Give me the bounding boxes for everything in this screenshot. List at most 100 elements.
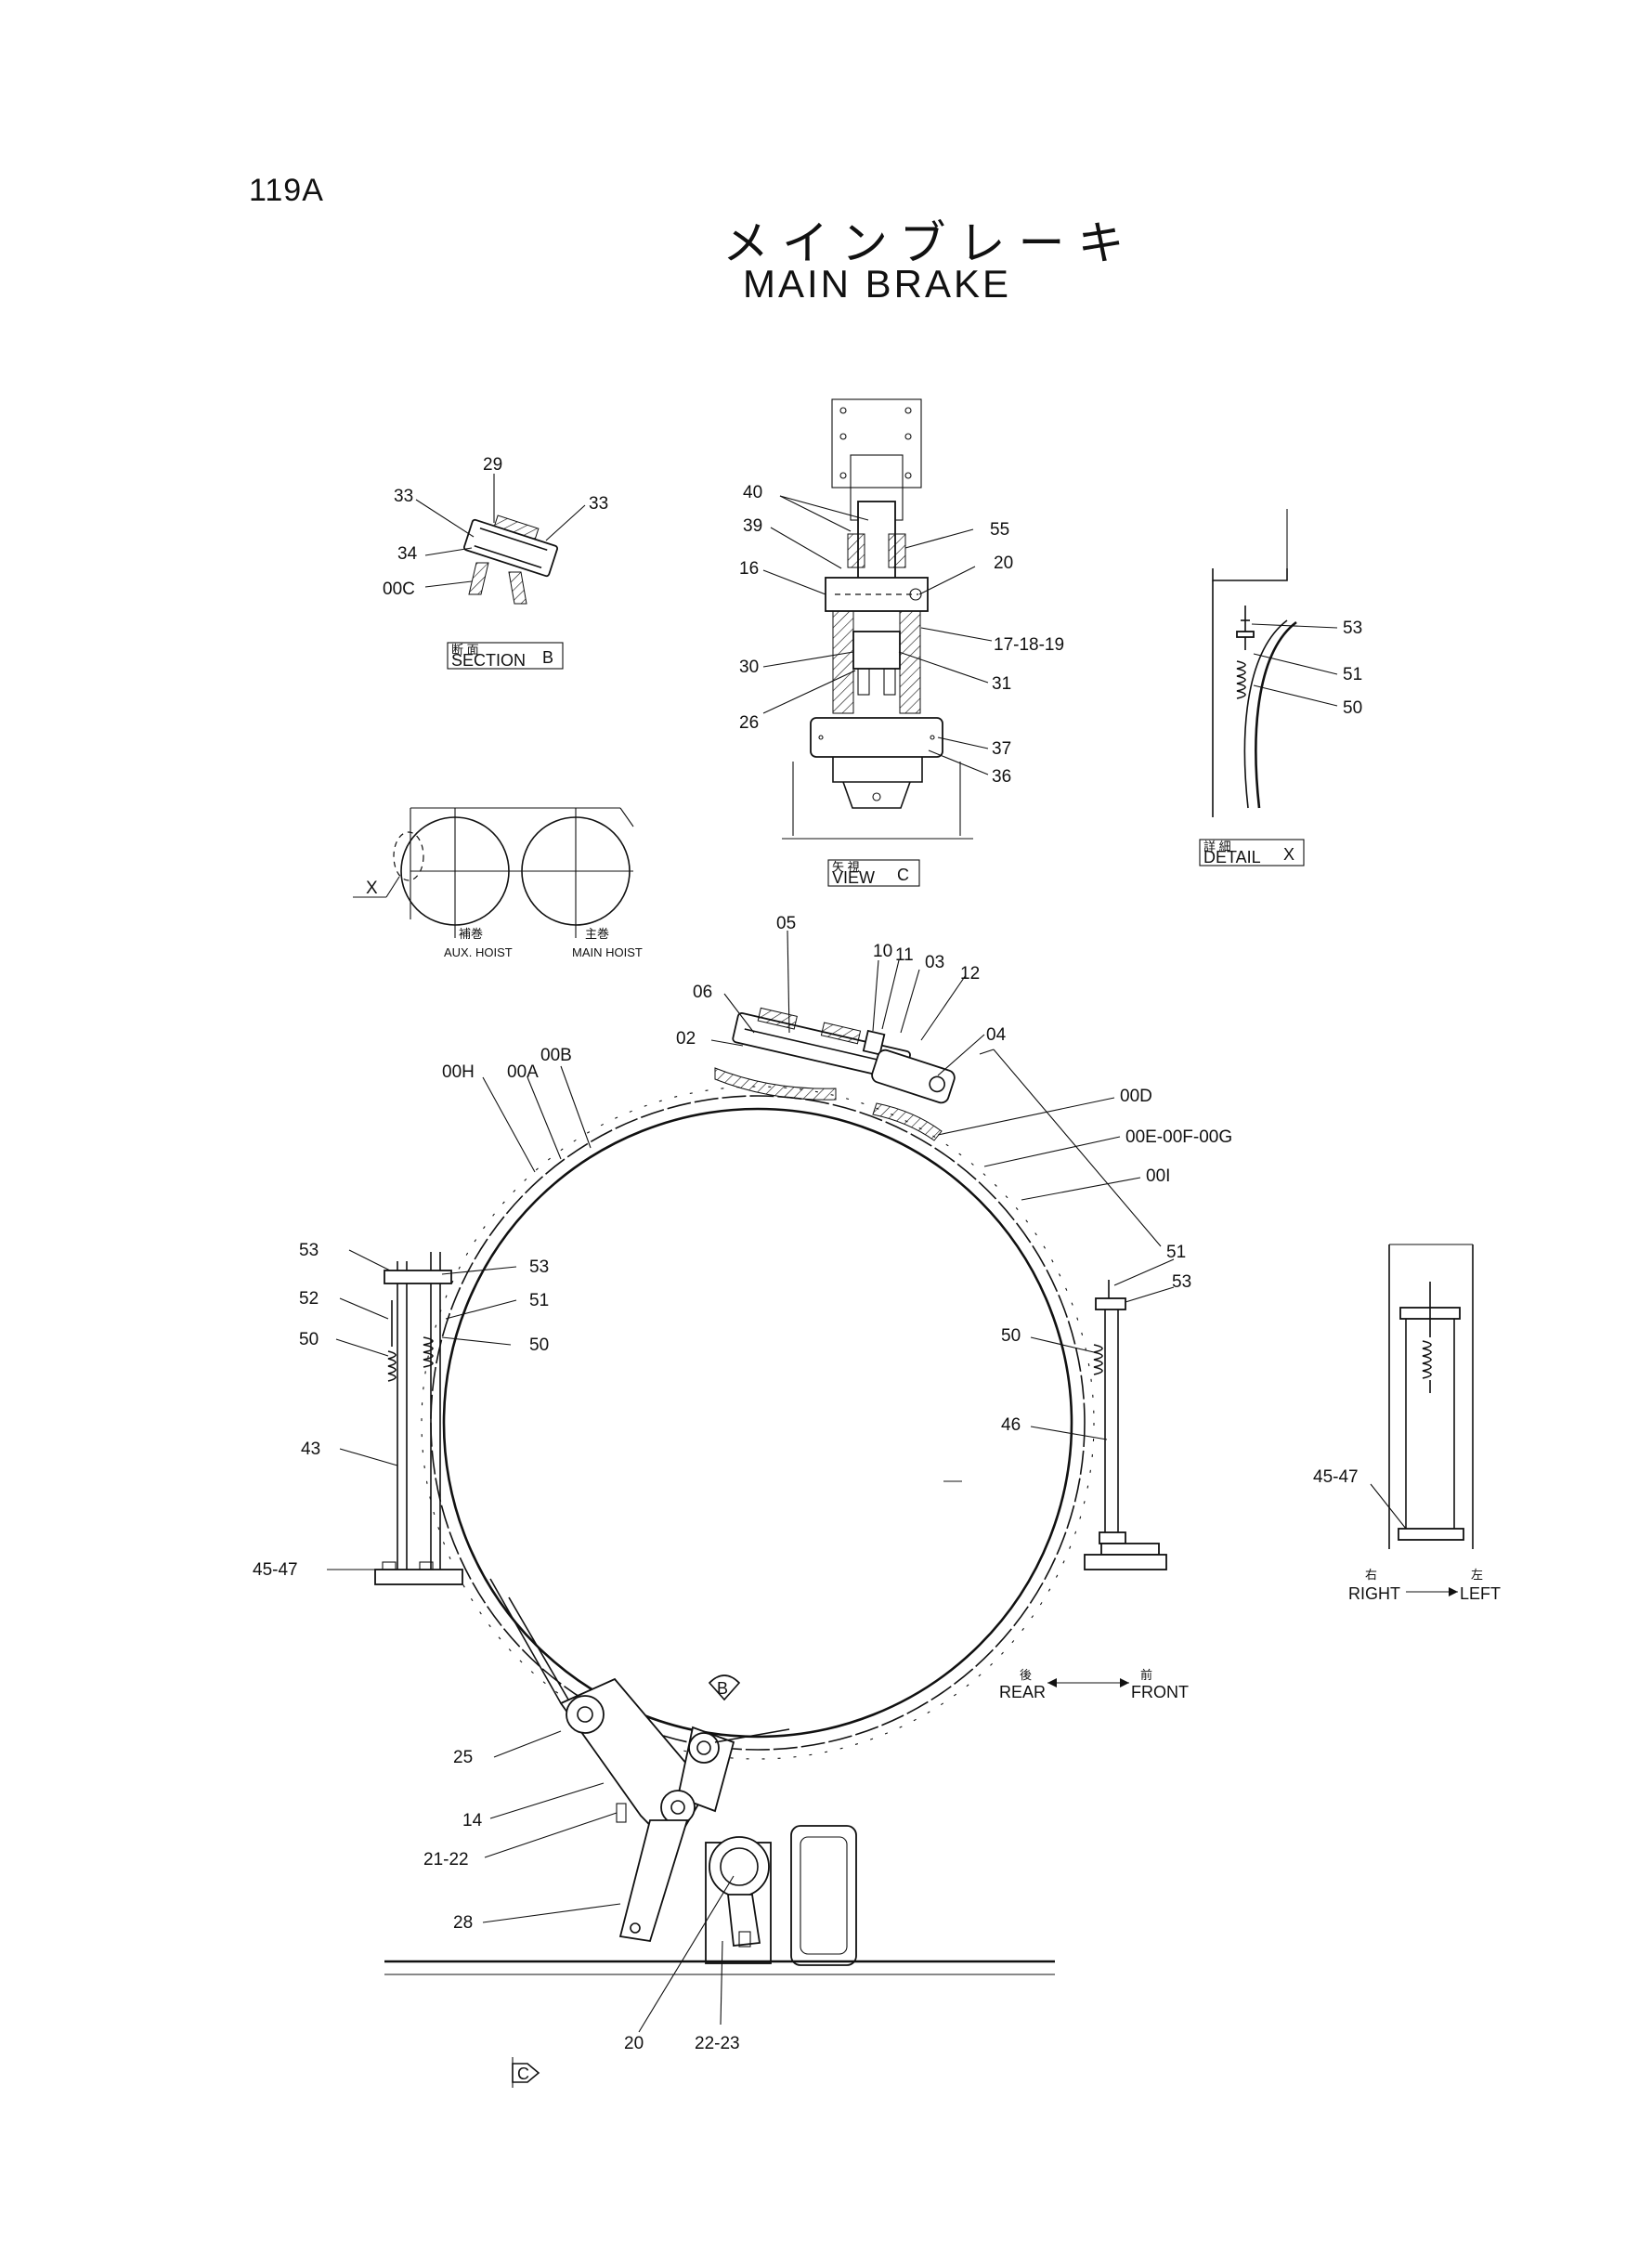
svg-text:FRONT: FRONT [1131, 1683, 1189, 1701]
svg-text:前: 前 [1140, 1668, 1152, 1682]
label-00c: 00C [383, 580, 415, 599]
brake-leaders [327, 930, 1175, 2033]
front-side-view: 45-47 右 RIGHT 左 LEFT [1313, 1244, 1501, 1603]
detail-x-leaders [1251, 623, 1338, 707]
section-b-leaders [415, 474, 586, 588]
right-left-indicator: 右 RIGHT 左 LEFT [1348, 1568, 1501, 1603]
brake-band-lining [430, 1095, 1086, 1751]
label-00a: 00A [507, 1062, 539, 1082]
svg-text:LEFT: LEFT [1460, 1584, 1501, 1603]
section-b-view: 29 33 33 34 00C 断 面 SECTION B [383, 455, 608, 670]
label-50-left-b: 50 [529, 1335, 549, 1355]
hoist-drums-sketch: X 補巻 AUX. HOIST 主巻 MAIN HOIST [353, 807, 643, 959]
label-50-left-a: 50 [299, 1330, 319, 1349]
label-28: 28 [453, 1913, 473, 1933]
band-rivets [421, 1086, 1095, 1760]
svg-text:RIGHT: RIGHT [1348, 1584, 1400, 1603]
label-04: 04 [986, 1025, 1007, 1045]
label-40: 40 [743, 483, 762, 502]
label-31: 31 [992, 674, 1011, 694]
page-number: 119A [249, 173, 324, 208]
svg-text:詳 細: 詳 細 [1203, 840, 1231, 853]
label-00d: 00D [1120, 1087, 1152, 1106]
label-03: 03 [925, 953, 944, 972]
label-14: 14 [462, 1811, 483, 1831]
label-50-right: 50 [1001, 1326, 1021, 1346]
detail-x-view: 53 51 50 詳 細 DETAIL X [1199, 509, 1362, 866]
top-linkage [714, 1007, 1162, 1247]
label-20-top: 20 [994, 554, 1013, 573]
svg-text:B: B [542, 648, 553, 667]
label-06: 06 [693, 983, 712, 1002]
label-00e-00f-00g: 00E-00F-00G [1125, 1127, 1232, 1147]
svg-text:C: C [517, 2065, 529, 2083]
svg-text:DETAIL: DETAIL [1203, 848, 1261, 866]
label-45-47-left: 45-47 [253, 1560, 298, 1580]
brake-band-assembly: B C [253, 914, 1232, 2088]
main-hoist-en: MAIN HOIST [572, 945, 643, 959]
label-12: 12 [960, 964, 980, 984]
label-55: 55 [990, 520, 1009, 540]
label-11: 11 [895, 945, 914, 965]
section-b-caption: 断 面 SECTION B [447, 642, 564, 670]
svg-text:VIEW: VIEW [832, 868, 875, 887]
svg-text:矢 視: 矢 視 [832, 860, 860, 874]
svg-text:右: 右 [1365, 1568, 1377, 1582]
label-00h: 00H [442, 1062, 475, 1082]
detail-x-caption: 詳 細 DETAIL X [1199, 839, 1305, 866]
label-20-bottom: 20 [624, 2034, 644, 2053]
right-support-post [1084, 1280, 1167, 1570]
label-25: 25 [453, 1748, 473, 1767]
label-00b: 00B [540, 1046, 572, 1065]
label-02: 02 [676, 1029, 696, 1049]
svg-text:B: B [717, 1679, 728, 1698]
brake-drum-ring [442, 1107, 1073, 1739]
svg-text:REAR: REAR [999, 1683, 1046, 1701]
label-43: 43 [301, 1440, 320, 1459]
svg-text:後: 後 [1020, 1668, 1032, 1682]
aux-hoist-jp: 補巻 [459, 927, 483, 941]
x-marker: X [366, 879, 378, 898]
label-52: 52 [299, 1289, 319, 1309]
label-53-left-b: 53 [529, 1257, 549, 1277]
label-30: 30 [739, 658, 759, 677]
label-53-left-a: 53 [299, 1241, 319, 1260]
label-45-47-front: 45-47 [1313, 1467, 1359, 1487]
label-51-detail: 51 [1343, 665, 1362, 684]
title-english: MAIN BRAKE [743, 262, 1012, 306]
left-support-post [374, 1252, 463, 1585]
label-51-right: 51 [1166, 1243, 1186, 1262]
label-34: 34 [397, 544, 418, 564]
view-c-leaders [762, 495, 993, 775]
label-36: 36 [992, 767, 1011, 787]
bottom-lever-mechanism [384, 1578, 1055, 1975]
label-50-detail: 50 [1343, 698, 1362, 718]
label-46: 46 [1001, 1415, 1021, 1435]
label-26: 26 [739, 713, 759, 733]
svg-text:左: 左 [1471, 1568, 1483, 1582]
section-b-marker: B [708, 1674, 741, 1701]
rear-front-indicator: 後 REAR 前 FRONT [999, 1668, 1189, 1701]
label-21-22: 21-22 [423, 1850, 469, 1870]
label-10: 10 [873, 942, 892, 961]
svg-text:X: X [1283, 845, 1294, 864]
label-17-18-19: 17-18-19 [994, 635, 1064, 655]
view-c-caption: 矢 視 VIEW C [827, 859, 920, 887]
label-29: 29 [483, 455, 502, 475]
label-39: 39 [743, 516, 762, 536]
label-53-right: 53 [1172, 1272, 1191, 1292]
view-c: 40 39 16 30 26 55 20 17-18-19 31 37 36 矢… [739, 398, 1064, 887]
aux-hoist-en: AUX. HOIST [444, 945, 513, 959]
label-37: 37 [992, 739, 1011, 759]
view-c-marker: C [512, 2057, 540, 2088]
label-05: 05 [776, 914, 796, 933]
svg-text:C: C [897, 866, 909, 884]
detail-x-callout [393, 831, 424, 881]
svg-text:SECTION: SECTION [451, 651, 526, 670]
label-53-detail: 53 [1343, 619, 1362, 638]
label-00i: 00I [1146, 1166, 1170, 1186]
label-16: 16 [739, 559, 759, 579]
svg-text:断 面: 断 面 [451, 643, 479, 657]
